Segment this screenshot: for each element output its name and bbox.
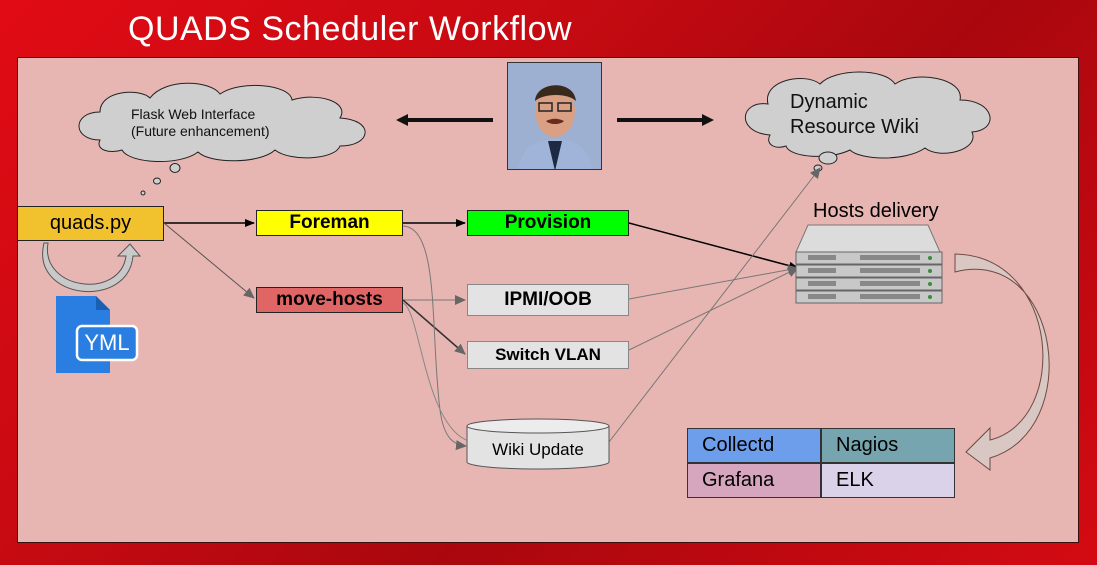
person-photo — [507, 62, 602, 170]
yml-file-icon — [56, 296, 139, 373]
curved-arrow-icon — [42, 242, 142, 293]
move-hosts-node: move-hosts — [256, 287, 403, 313]
wiki-cloud-icon — [744, 71, 991, 172]
nagios-box: Nagios — [821, 428, 955, 463]
flask-cloud-line2: (Future enhancement) — [131, 123, 270, 139]
wiki-cloud-line2: Resource Wiki — [790, 116, 919, 138]
wiki-cloud-label: Dynamic Resource Wiki — [790, 90, 919, 140]
grafana-box: Grafana — [687, 463, 821, 498]
provision-node: Provision — [467, 210, 629, 236]
collectd-box: Collectd — [687, 428, 821, 463]
ipmi-node: IPMI/OOB — [467, 284, 629, 316]
switch-vlan-node: Switch VLAN — [467, 341, 629, 369]
wiki-update-node: Wiki Update — [492, 440, 584, 459]
flask-cloud-label: Flask Web Interface (Future enhancement) — [131, 106, 270, 140]
wiki-update-cylinder — [466, 418, 610, 470]
foreman-node: Foreman — [256, 210, 403, 236]
yml-label: YML — [84, 330, 130, 355]
elk-box: ELK — [821, 463, 955, 498]
quads-node: quads.py — [17, 206, 164, 241]
flask-cloud-icon — [78, 82, 366, 196]
page-title: QUADS Scheduler Workflow — [128, 10, 573, 48]
delivery-curved-arrow-icon — [954, 253, 1050, 471]
hosts-delivery-label: Hosts delivery — [813, 200, 939, 222]
flask-cloud-line1: Flask Web Interface — [131, 106, 256, 122]
server-stack-icon — [795, 224, 943, 304]
wiki-cloud-line1: Dynamic — [790, 91, 868, 113]
